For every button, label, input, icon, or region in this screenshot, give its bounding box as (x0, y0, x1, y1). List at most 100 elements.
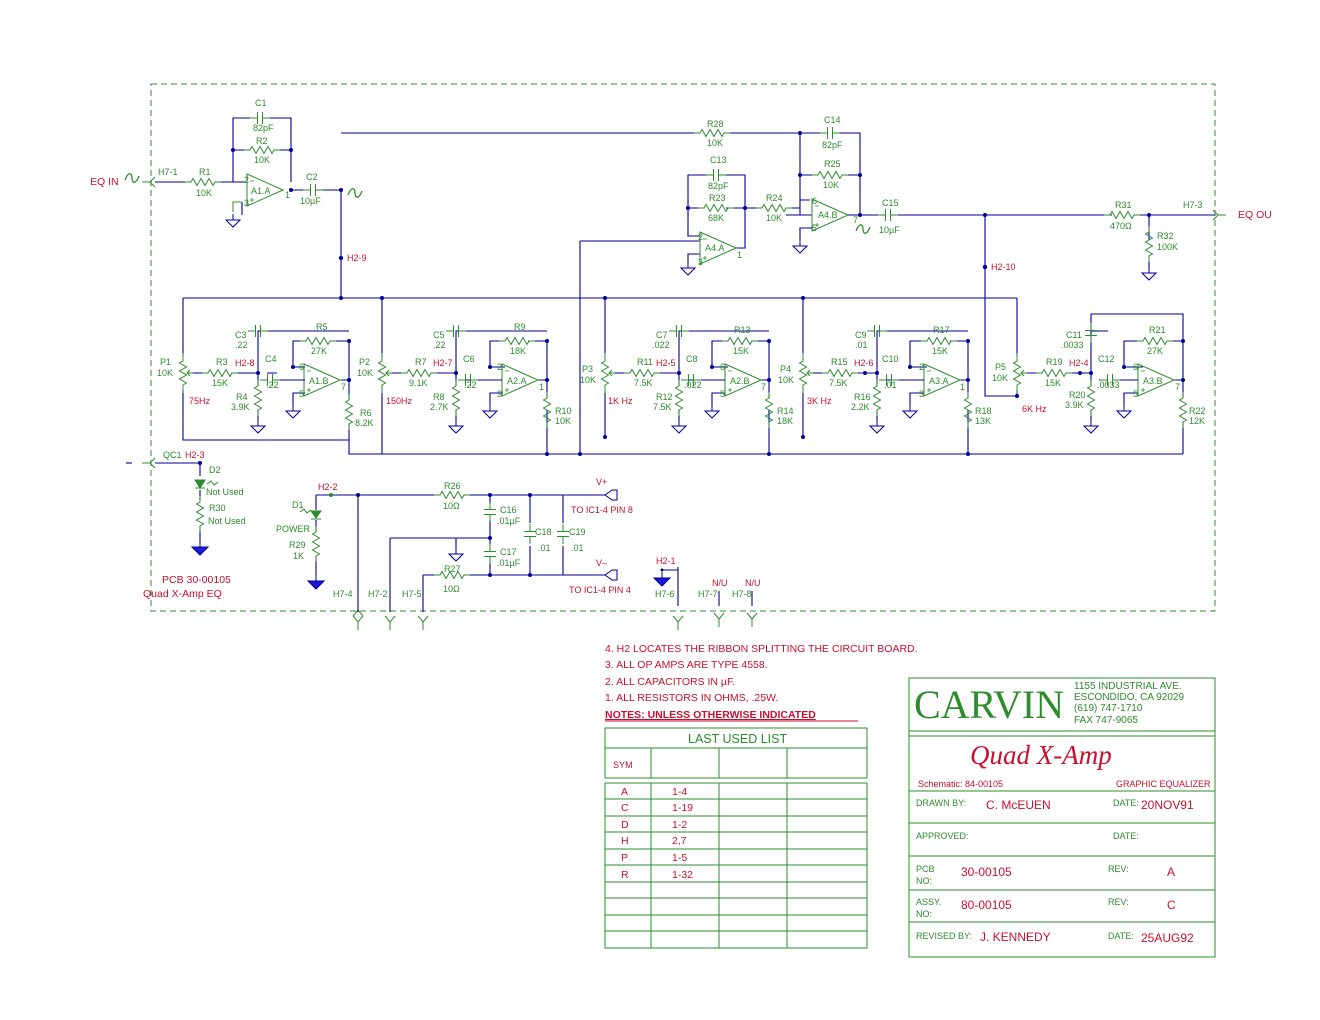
r15-value: 7.5K (829, 378, 848, 388)
r30-value: Not Used (208, 516, 246, 526)
c19-value: .01 (571, 543, 584, 553)
r8-value: 2.7K (430, 402, 449, 412)
r32-value: 100K (1157, 242, 1178, 252)
r15-label: R15 (831, 357, 848, 367)
pin8-label: TO IC1-4 PIN 8 (571, 505, 633, 515)
c11-value: .0033 (1061, 340, 1084, 350)
r11-label: R11 (637, 357, 653, 367)
r25-value: 10K (823, 180, 839, 190)
r3-label: R3 (216, 357, 228, 367)
date-label: DATE: (1113, 798, 1139, 808)
c14-label: C14 (824, 115, 841, 125)
c3-value: .22 (235, 340, 248, 350)
revised-by: J. KENNEDY (980, 930, 1051, 944)
revised-date-label: DATE: (1108, 931, 1134, 941)
r21-label: R21 (1149, 325, 1166, 335)
p2-value: 10K (357, 368, 373, 378)
pin-label: 5 (812, 223, 817, 233)
lu-sym: A (621, 786, 628, 798)
r10-label: R10 (555, 406, 572, 416)
r7-value: 9.1K (409, 378, 428, 388)
address-2: ESCONDIDO, CA 92029 (1074, 692, 1184, 703)
lu-sym: C (621, 802, 629, 814)
h7-3-label: H7-3 (1183, 200, 1203, 210)
r18-label: R18 (975, 406, 992, 416)
r19-label: R19 (1046, 357, 1063, 367)
r3-value: 15K (212, 378, 228, 388)
h2-7-label: H2-7 (433, 358, 453, 368)
r8-label: R8 (433, 392, 445, 402)
pin-label: 2 (244, 175, 249, 185)
p1-value: 10K (157, 368, 173, 378)
r27-label: R27 (444, 564, 461, 574)
lu-val: 2,7 (672, 835, 687, 847)
r21-value: 27K (1147, 346, 1163, 356)
a3a-label: A3.A (929, 376, 949, 386)
bottom-connectors: H7-4 H7-2 H7-5 H2-1 H7-6 H7-7 H7-8 N/U N… (333, 556, 761, 630)
r29-value: 1K (293, 551, 304, 561)
r16-label: R16 (854, 392, 871, 402)
revised-date: 25AUG92 (1141, 931, 1194, 945)
a4b-label: A4.B (818, 210, 838, 220)
r25-label: R25 (824, 159, 841, 169)
drawing-title: Quad X-Amp (970, 740, 1112, 770)
a1a-label: A1.A (251, 186, 271, 196)
vplus-label: V+ (596, 477, 607, 487)
r13-label: R13 (734, 325, 751, 335)
qc1-label: QC1 (163, 450, 182, 460)
assy-rev-label: REV: (1108, 897, 1129, 907)
c4-value: .22 (266, 380, 279, 390)
lu-sym: R (621, 869, 629, 881)
pin4-label: TO IC1-4 PIN 4 (569, 585, 631, 595)
p4-value: 10K (778, 375, 794, 385)
board-outline (150, 83, 1216, 612)
qc1-section: QC1 H2-3 D2 Not Used R30 Not Used (126, 450, 246, 556)
r30-label: R30 (209, 503, 226, 513)
input-stage: EQ IN H7-1 R1 10K C1 82pF R2 10K A1.A 2 … (90, 98, 800, 300)
r6-label: R6 (360, 408, 372, 418)
r32-label: R32 (1157, 231, 1174, 241)
a1b-label: A1.B (309, 376, 329, 386)
pin-label: 7 (1175, 382, 1180, 392)
notes: 4. H2 LOCATES THE RIBBON SPLITTING THE C… (605, 643, 918, 722)
pin-label: 3 (497, 389, 502, 399)
pin-label: 5 (1133, 389, 1138, 399)
r1-label: R1 (199, 167, 211, 177)
c9-label: C9 (855, 330, 867, 340)
pin-label: 2 (698, 232, 703, 242)
r9-value: 18K (510, 346, 526, 356)
address-3: (619) 747-1710 (1074, 703, 1143, 714)
r24-label: R24 (766, 193, 783, 203)
pin-label: 2 (919, 362, 924, 372)
r31-label: R31 (1115, 200, 1132, 210)
c17-label: C17 (500, 547, 517, 557)
r9-label: R9 (514, 322, 526, 332)
c6-label: C6 (463, 354, 475, 364)
h2-6-label: H2-6 (854, 358, 874, 368)
power-section: H2-2 D1 POWER R29 1K R26 10Ω R27 10Ω C16… (276, 477, 633, 600)
vminus-label: V– (596, 558, 607, 568)
r4-value: 3.9K (231, 402, 250, 412)
note-4: 4. H2 LOCATES THE RIBBON SPLITTING THE C… (605, 643, 918, 655)
eq-in-label: EQ IN (90, 176, 119, 188)
lu-val: 1-4 (672, 786, 687, 798)
pcb-rev-label: REV: (1108, 864, 1129, 874)
lu-val: 1-2 (672, 819, 687, 831)
r31-value: 470Ω (1110, 221, 1132, 231)
approved-label: APPROVED: (916, 831, 969, 841)
lu-val: 1-5 (672, 852, 687, 864)
a2a-label: A2.A (507, 376, 527, 386)
pin-label: 1 (737, 250, 742, 260)
c16-label: C16 (500, 505, 517, 515)
address-4: FAX 747-9065 (1074, 715, 1138, 726)
h2-5-label: H2-5 (656, 358, 676, 368)
r17-label: R17 (933, 325, 950, 335)
note-1: 1. ALL RESISTORS IN OHMS, .25W. (605, 692, 778, 704)
h2-1-label: H2-1 (656, 556, 676, 566)
last-used-list: LAST USED LIST SYM A 1-4 C 1-19 D 1-2 H … (604, 727, 868, 949)
c15-label: C15 (882, 198, 899, 208)
r28-label: R28 (707, 119, 724, 129)
a4a-label: A4.A (705, 243, 725, 253)
lu-sym: P (621, 852, 628, 864)
c3-label: C3 (235, 330, 247, 340)
